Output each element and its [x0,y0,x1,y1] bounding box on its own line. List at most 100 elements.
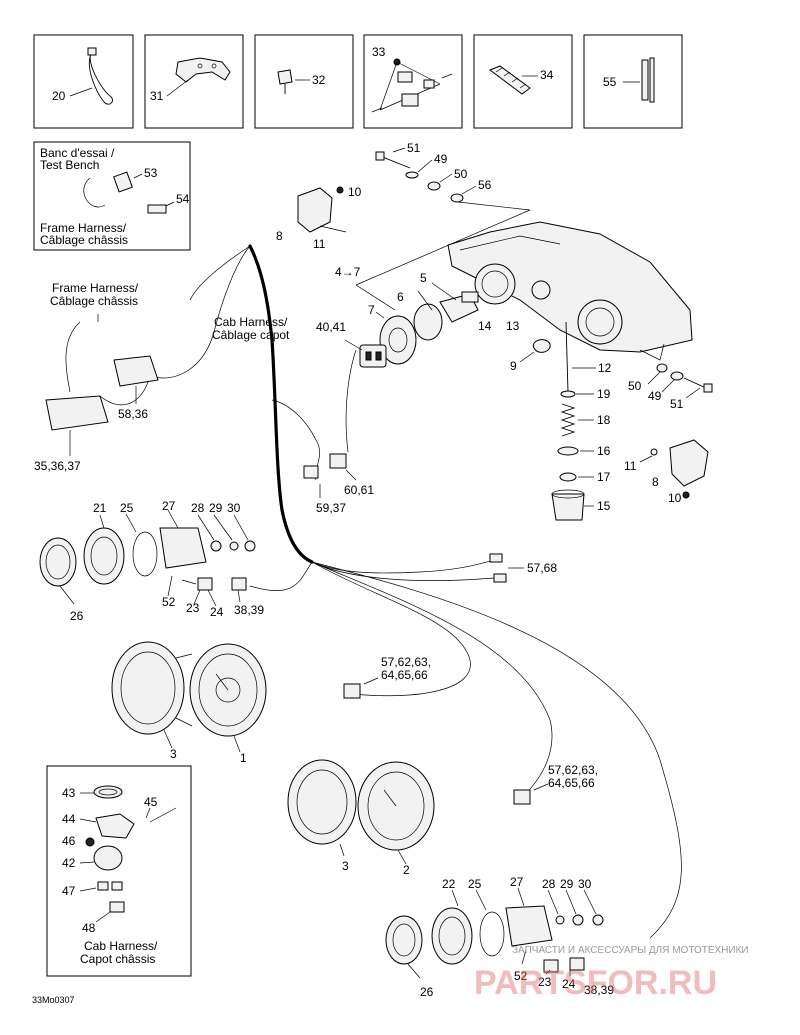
small-gauge-upper: 21 25 27 28 29 30 26 52 23 24 38,39 [39,499,264,623]
test-bench-frame-harness-line2: Câblage châssis [40,233,128,247]
callout-27-lower: 27 [510,875,524,889]
module-58-icon [113,355,159,387]
callout-25-upper: 25 [120,501,134,515]
headlight-top-hardware: 51 49 50 56 [375,141,531,211]
callout-24-lower: 24 [562,977,576,991]
callout-49-right: 49 [648,389,662,403]
callout-29-upper: 29 [209,501,223,515]
watermark-tagline: ЗАПЧАСТИ И АКСЕССУАРЫ ДЛЯ МОТОТЕХНИКИ [512,945,749,956]
callout-28-lower: 28 [542,877,556,891]
callout-38-39-lower: 38,39 [584,983,614,997]
callout-20: 20 [52,89,66,103]
callout-57-66-lower-line1: 57,62,63, [548,763,598,777]
test-connector-icon [113,171,133,193]
callout-26-upper: 26 [70,609,84,623]
callout-2: 2 [403,863,410,877]
callout-57-66-upper-line2: 64,65,66 [381,668,428,682]
callout-3-lower: 3 [342,859,349,873]
callout-50-right: 50 [628,379,642,393]
test-bench-title-line1: Banc d'essai / [40,146,115,160]
cab-box-label-line2: Capot châssis [80,952,155,966]
connector-59-icon [303,465,319,479]
callout-30-lower: 30 [578,877,592,891]
callout-10-top: 10 [348,185,362,199]
callout-50-top: 50 [454,167,468,181]
cab-harness-box: 43 44 45 46 42 47 48 Cab Harness/ Capot … [46,765,192,977]
callout-6: 6 [397,290,404,304]
test-bench-title-line2: Test Bench [40,158,99,172]
callout-40-41: 40,41 [316,320,346,334]
connectors-57-68: 57,68 [489,553,557,583]
callout-53: 53 [144,166,158,180]
callout-1: 1 [240,751,247,765]
tachometer-2: 57,62,63, 64,65,66 3 2 [287,759,598,877]
callout-34: 34 [540,68,554,82]
callout-15: 15 [597,499,611,513]
callout-12: 12 [598,361,612,375]
bracket-8-top: 10 8 11 [276,185,362,251]
top-parts-row: 20 31 32 33 [33,34,683,129]
small-gauge-lower: 22 25 27 28 29 30 26 52 23 24 38,39 [385,875,614,999]
callout-32: 32 [312,73,326,87]
test-bench-box: Banc d'essai / Test Bench 53 54 Frame Ha… [33,141,191,251]
bracket-icon [175,57,231,83]
box-part-20 [33,34,134,129]
callout-8-right: 8 [652,475,659,489]
cab-harness-label-line2: Câblage capot [212,328,290,342]
callout-43: 43 [62,786,76,800]
callout-49-top: 49 [434,152,448,166]
callout-19: 19 [597,387,611,401]
frame-harness-label-line2: Câblage châssis [50,294,138,308]
speedometer-1: 57,62,63, 64,65,66 3 1 [111,641,431,765]
tachometer-2-connector [513,789,531,805]
callout-51-top: 51 [407,141,421,155]
bulb-group: 4→7 6 5 7 14 13 [335,209,531,365]
callout-54: 54 [176,192,190,206]
headlight-right-hardware: 50 49 51 [628,363,713,411]
callout-35-36-37: 35,36,37 [34,459,81,473]
test-bench-frame-harness-line1: Frame Harness/ [40,221,127,235]
callout-23-lower: 23 [538,975,552,989]
callout-56: 56 [478,178,492,192]
callout-10-right: 10 [668,491,682,505]
module-35-icon [45,395,109,431]
callout-29-lower: 29 [560,877,574,891]
callout-52-upper: 52 [162,595,176,609]
tool-kit-icon [371,58,453,113]
callout-47: 47 [62,884,76,898]
cab-harness-label-line1: Cab Harness/ [214,315,288,329]
callout-16: 16 [597,444,611,458]
callout-42: 42 [62,856,76,870]
callout-31: 31 [150,89,164,103]
callout-22: 22 [442,877,456,891]
callout-33: 33 [372,45,386,59]
callout-60-61: 60,61 [344,483,374,497]
callout-57-66-lower-line2: 64,65,66 [548,776,595,790]
frame-harness-label-line1: Frame Harness/ [52,281,139,295]
callout-52-lower: 52 [514,969,528,983]
callout-25-lower: 25 [468,877,482,891]
test-plug-icon [147,204,167,214]
headlight-assembly [447,221,693,361]
cab-harness-main [248,244,314,564]
callout-38-39-upper: 38,39 [234,603,264,617]
wiring [65,244,682,939]
box-part-31 [144,34,244,129]
adjuster-stack: 12 19 18 16 17 15 [551,321,612,521]
callout-55: 55 [603,75,617,89]
callout-8-top: 8 [276,229,283,243]
callout-45: 45 [144,795,158,809]
callout-51-right: 51 [670,397,684,411]
box-part-34 [473,34,573,129]
clip-9: 9 [510,339,551,373]
frame-harness-group: Frame Harness/ Câblage châssis 58,36 35,… [34,281,159,473]
callout-58-36: 58,36 [118,407,148,421]
mid-connectors: 60,61 59,37 [303,453,374,515]
callout-14: 14 [478,319,492,333]
callout-30-upper: 30 [227,501,241,515]
box-part-55 [583,34,683,129]
headlight-connector: 40,41 [316,320,387,368]
box-part-33 [363,34,463,129]
callout-26-lower: 26 [420,985,434,999]
